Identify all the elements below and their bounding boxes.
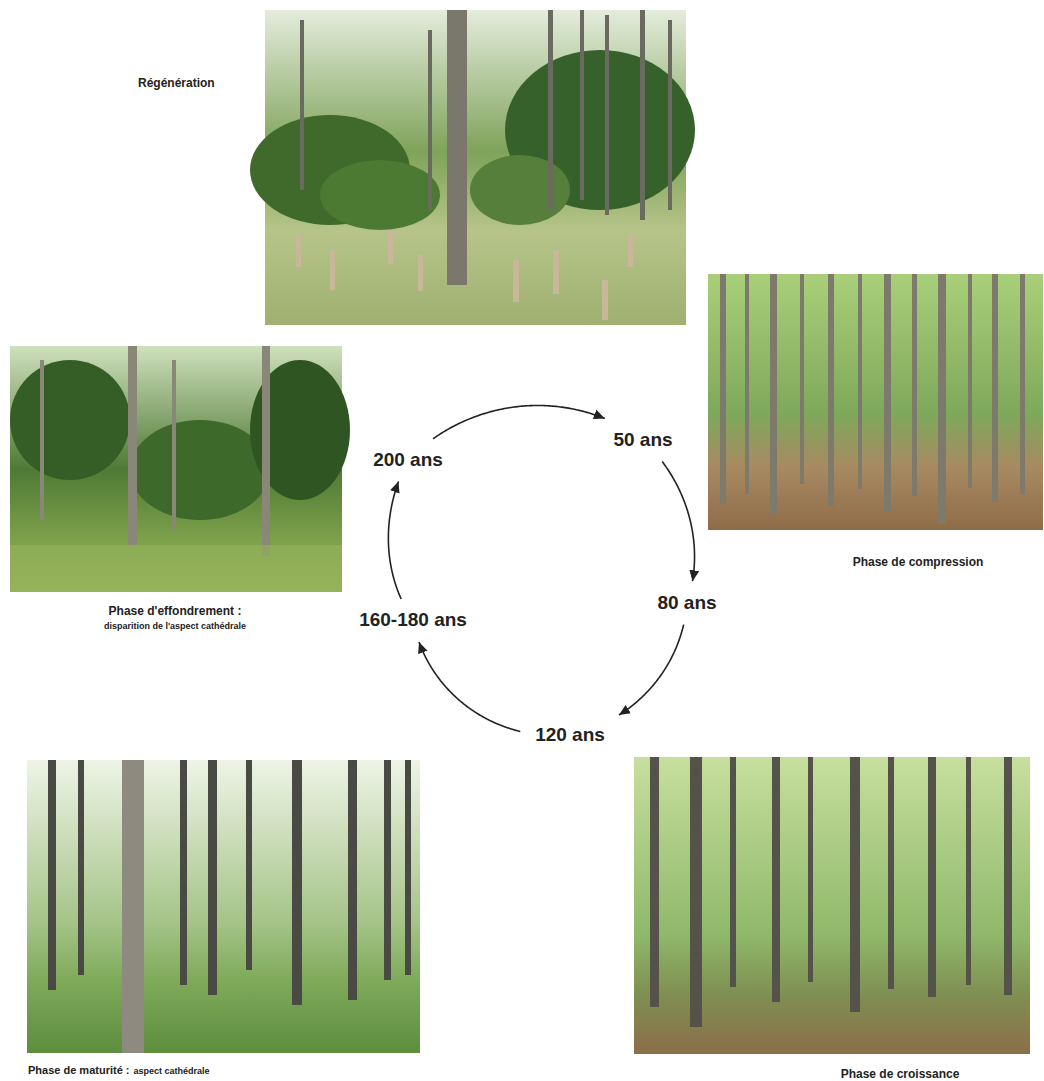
age-label: 50 ans — [606, 426, 679, 454]
photo-caption: disparition de l'aspect cathédrale — [104, 621, 246, 631]
age-text: 120 ans — [535, 724, 605, 745]
age-label: 120 ans — [528, 721, 612, 749]
growth-photo — [634, 757, 1030, 1054]
photo-caption: Phase de compression — [853, 555, 984, 569]
regeneration-photo — [250, 10, 695, 325]
photo-caption: Phase de maturité : — [28, 1064, 129, 1076]
photo-caption: Phase de croissance — [841, 1067, 960, 1081]
photo-caption: aspect cathédrale — [133, 1066, 209, 1076]
age-text: 50 ans — [613, 429, 672, 450]
age-text: 160-180 ans — [359, 609, 467, 630]
compression-photo — [708, 274, 1043, 530]
collapse-photo — [10, 346, 350, 592]
cycle-arrow — [619, 625, 684, 715]
age-label: 200 ans — [366, 446, 450, 474]
cycle-arrow — [662, 462, 694, 582]
age-label: 80 ans — [650, 589, 723, 617]
maturity-photo — [27, 760, 420, 1053]
age-text: 200 ans — [373, 449, 443, 470]
cycle-arrow — [388, 482, 401, 599]
age-text: 80 ans — [657, 592, 716, 613]
age-label: 160-180 ans — [352, 606, 474, 634]
cycle-arrow — [433, 405, 605, 438]
cycle-arrow — [419, 642, 520, 731]
photo-caption: Phase d'effondrement : — [109, 604, 242, 618]
photo-caption: Régénération — [138, 76, 215, 90]
